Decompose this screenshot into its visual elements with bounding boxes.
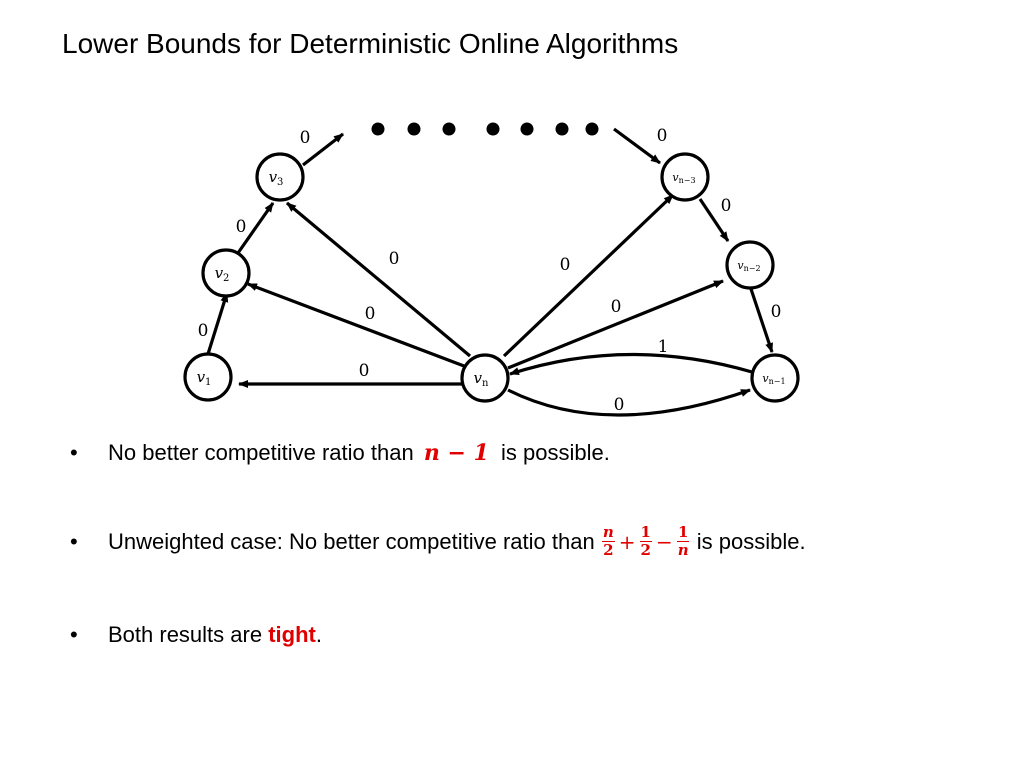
- node-v2: [201, 248, 251, 298]
- bullet-1-math: n − 1: [423, 440, 489, 466]
- bullet-2-suffix: is possible.: [690, 528, 806, 554]
- edge-vn2-vn1: [748, 285, 774, 353]
- edge-ellipsis-vn3: [613, 127, 661, 165]
- bullet-1-suffix: is possible.: [494, 440, 610, 465]
- bullet-3-text: Both results are: [108, 622, 269, 647]
- weight-vn1-vn: 1: [658, 337, 669, 357]
- plus-operator: +: [618, 529, 636, 554]
- node-label-vn2: vn−2: [737, 259, 760, 273]
- edge-vn-vn1: [507, 388, 751, 417]
- node-vn1: [750, 353, 800, 403]
- weight-vn2-vn1: 0: [771, 302, 782, 322]
- graph-diagram: v1 v2 v3 vn−3 vn−2 vn−1 vn 0 0 0 0 0 0 0…: [183, 122, 800, 417]
- edge-vn-v3: [285, 201, 472, 358]
- edge-v2-v3: [236, 202, 275, 254]
- bullet-3-emphasis: tight: [268, 622, 316, 647]
- weight-vn-v1: 0: [359, 361, 370, 381]
- node-vn3: [660, 152, 710, 202]
- weight-vn-vn2: 0: [611, 297, 622, 317]
- weight-vn-vn3: 0: [560, 255, 571, 275]
- node-label-vn3: vn−3: [672, 171, 695, 185]
- node-label-v1: v1: [197, 368, 212, 388]
- weight-vn-v2: 0: [365, 304, 376, 324]
- node-vn: [460, 353, 510, 403]
- weight-v3-ellipsis: 0: [300, 128, 311, 148]
- edge-vn1-vn: [509, 352, 753, 376]
- edge-v1-v2: [206, 292, 229, 355]
- bullet-marker: •: [70, 528, 78, 554]
- bullet-2: • Unweighted case: No better competitive…: [70, 524, 806, 559]
- minus-operator: −: [655, 529, 673, 554]
- slide-title: Lower Bounds for Deterministic Online Al…: [62, 28, 679, 59]
- bullet-1-text: No better competitive ratio than: [108, 440, 420, 465]
- node-label-v3: v3: [269, 168, 284, 188]
- weight-v1-v2: 0: [198, 321, 209, 341]
- edge-vn-vn2: [507, 279, 724, 370]
- node-vn2: [725, 240, 775, 290]
- node-v1: [183, 352, 233, 402]
- edge-v3-ellipsis: [302, 132, 344, 167]
- edge-vn-vn3: [502, 193, 675, 358]
- bullet-marker: •: [70, 440, 78, 465]
- bullet-3: • Both results are tight .: [70, 622, 322, 648]
- weight-vn-v3: 0: [389, 249, 400, 269]
- bullet-marker: •: [70, 622, 78, 647]
- ellipsis-dots: [371, 122, 599, 136]
- node-label-vn1: vn−1: [762, 372, 785, 386]
- node-v3: [255, 152, 305, 202]
- edge-vn-v2: [247, 282, 465, 368]
- bullet-3-suffix: .: [315, 622, 322, 647]
- bullet-2-text: Unweighted case: No better competitive r…: [108, 528, 601, 554]
- bullet-1: • No better competitive ratio than n − 1…: [70, 440, 610, 466]
- weight-vn-vn1: 0: [614, 395, 625, 415]
- node-label-vn: vn: [474, 369, 489, 389]
- weight-ellipsis-vn3: 0: [657, 126, 668, 146]
- weight-v2-v3: 0: [236, 217, 247, 237]
- weight-vn3-vn2: 0: [721, 196, 732, 216]
- edge-vn3-vn2: [698, 198, 730, 242]
- node-label-v2: v2: [215, 264, 230, 284]
